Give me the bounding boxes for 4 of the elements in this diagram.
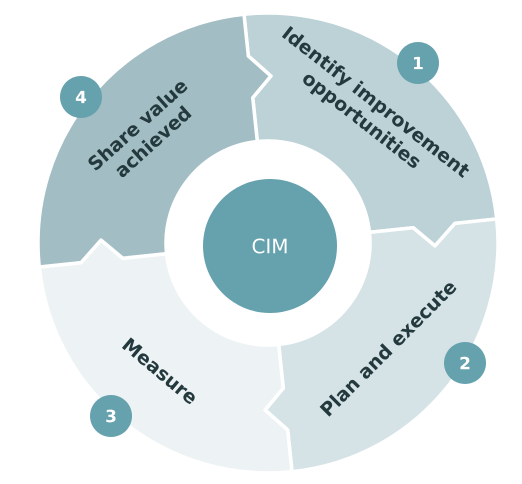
number-badge: 3 — [90, 394, 132, 437]
number-badge: 2 — [444, 342, 486, 384]
number-badge: 4 — [60, 76, 102, 118]
number-badge: 1 — [397, 42, 439, 84]
